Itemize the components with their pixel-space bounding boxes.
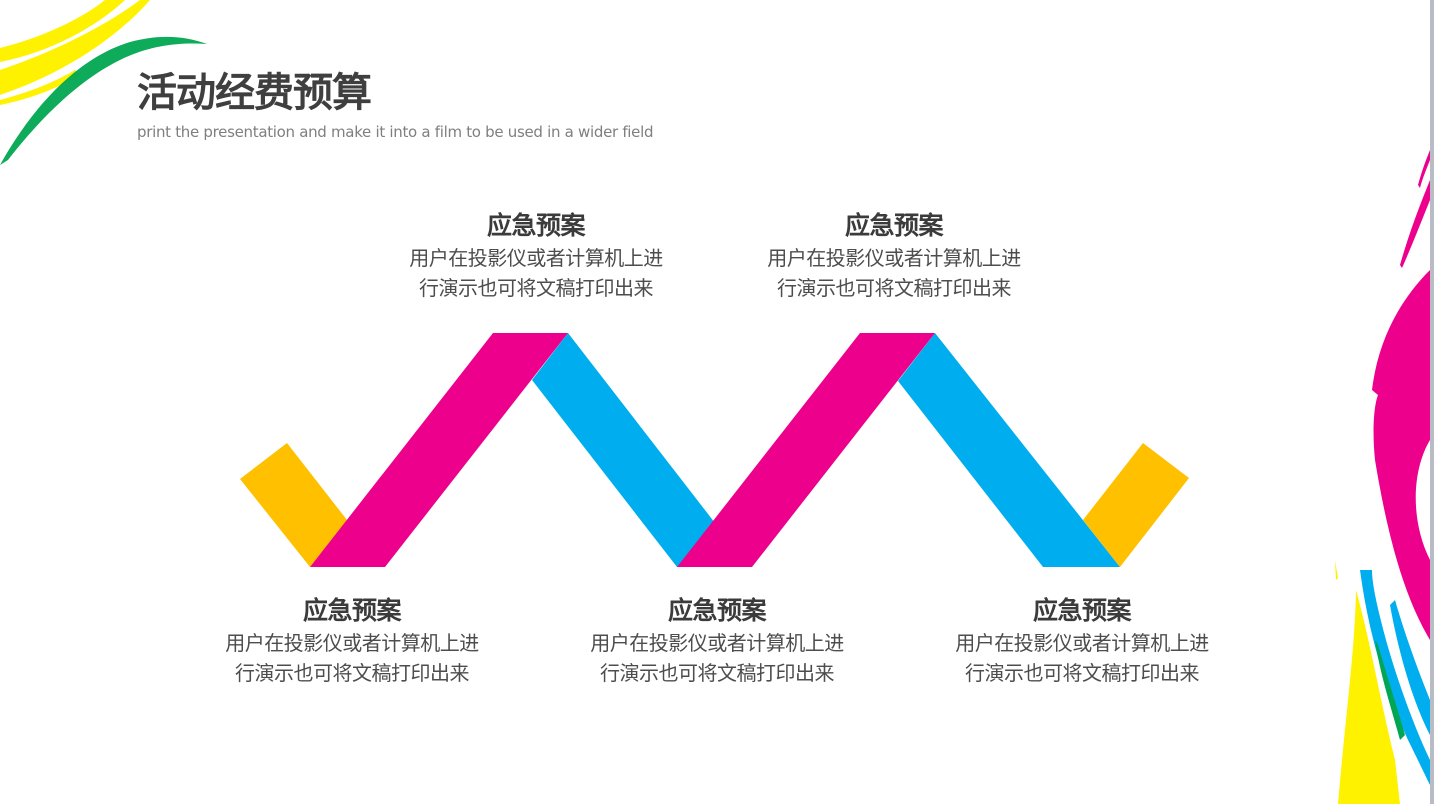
bottom-item-3: 应急预案 用户在投影仪或者计算机上进 行演示也可将文稿打印出来	[932, 594, 1232, 688]
item-desc-line1: 用户在投影仪或者计算机上进	[955, 631, 1209, 655]
item-desc-line1: 用户在投影仪或者计算机上进	[225, 631, 479, 655]
item-title: 应急预案	[844, 211, 944, 240]
item-title: 应急预案	[667, 596, 767, 625]
brush-stroke-top-left-decoration	[0, 0, 207, 166]
item-desc-line1: 用户在投影仪或者计算机上进	[767, 246, 1021, 270]
ribbon-segment-pink-1	[310, 333, 568, 567]
item-title: 应急预案	[1032, 596, 1132, 625]
ribbon-segment-yellow-right	[1083, 443, 1189, 567]
item-desc-line2: 行演示也可将文稿打印出来	[235, 661, 470, 685]
item-title: 应急预案	[302, 596, 402, 625]
ribbon-segment-yellow-left	[240, 443, 347, 567]
item-desc-line2: 行演示也可将文稿打印出来	[777, 276, 1012, 300]
top-item-2: 应急预案 用户在投影仪或者计算机上进 行演示也可将文稿打印出来	[744, 209, 1044, 303]
ribbon-segment-blue-1	[532, 333, 715, 567]
item-title: 应急预案	[486, 211, 586, 240]
window-edge-bar	[1430, 0, 1434, 804]
page-subtitle: print the presentation and make it into …	[137, 123, 654, 141]
item-desc-line1: 用户在投影仪或者计算机上进	[409, 246, 663, 270]
bottom-item-1: 应急预案 用户在投影仪或者计算机上进 行演示也可将文稿打印出来	[202, 594, 502, 688]
item-desc-line1: 用户在投影仪或者计算机上进	[590, 631, 844, 655]
item-desc-line2: 行演示也可将文稿打印出来	[419, 276, 654, 300]
top-item-1: 应急预案 用户在投影仪或者计算机上进 行演示也可将文稿打印出来	[386, 209, 686, 303]
ribbon-segment-blue-2	[898, 333, 1120, 567]
item-desc-line2: 行演示也可将文稿打印出来	[965, 661, 1200, 685]
page-title: 活动经费预算	[137, 70, 372, 116]
ribbon-segment-pink-2	[677, 333, 935, 567]
item-desc-line2: 行演示也可将文稿打印出来	[600, 661, 835, 685]
bottom-item-2: 应急预案 用户在投影仪或者计算机上进 行演示也可将文稿打印出来	[567, 594, 867, 688]
